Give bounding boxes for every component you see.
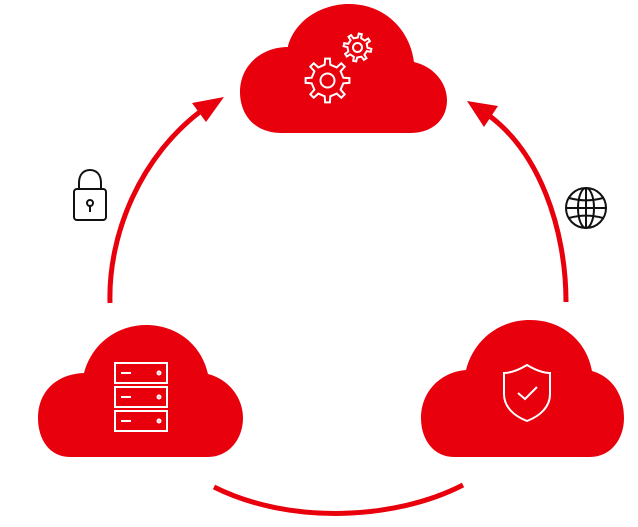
connector-bottom — [212, 482, 465, 516]
server-stack-icon — [114, 362, 168, 432]
server-unit-2 — [114, 386, 168, 408]
server-unit-3 — [114, 410, 168, 432]
connector-right — [467, 101, 569, 303]
lock-icon — [73, 168, 107, 221]
lock-body — [73, 188, 107, 221]
small-gear-hub-icon — [352, 42, 363, 53]
gears-icon — [304, 32, 373, 104]
lock-shackle — [78, 168, 102, 190]
cloud-bottom-left — [38, 325, 243, 457]
server-led-2 — [156, 394, 162, 400]
globe-parallel-bottom — [568, 214, 604, 219]
arrow-right-to-top — [482, 109, 569, 303]
arrowhead-right-icon — [467, 101, 498, 127]
small-gear-icon — [342, 32, 373, 63]
arc-bottom — [212, 482, 465, 516]
checkmark-icon — [517, 386, 538, 401]
globe-parallel-top — [568, 197, 604, 202]
arrow-left-to-top — [107, 105, 207, 304]
cloud-bottom-right — [421, 320, 624, 457]
connector-left — [107, 97, 224, 304]
cloud-bottom-left-shape — [38, 325, 243, 457]
cloud-bottom-right-shape — [421, 320, 624, 457]
large-gear-icon — [304, 57, 351, 104]
shield-outline-icon — [503, 363, 551, 423]
server-led-3 — [156, 418, 162, 424]
server-unit-1 — [114, 362, 168, 384]
cloud-top — [240, 4, 447, 133]
globe-icon — [565, 187, 607, 229]
lock-keyhole — [86, 199, 94, 207]
server-led-1 — [156, 370, 162, 376]
large-gear-hub-icon — [319, 72, 336, 89]
arrowhead-left-icon — [192, 97, 224, 122]
shield-check-icon — [503, 363, 551, 423]
